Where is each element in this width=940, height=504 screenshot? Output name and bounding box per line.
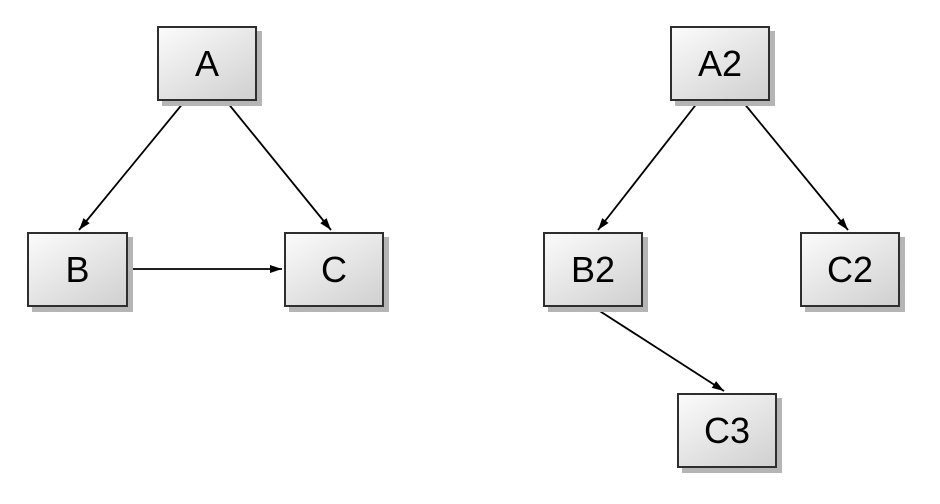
node-C[interactable]: C: [284, 232, 384, 307]
edge-A2-to-B2[interactable]: [597, 101, 699, 231]
node-B2[interactable]: B2: [543, 232, 643, 307]
node-C3[interactable]: C3: [677, 393, 777, 468]
node-B[interactable]: B: [27, 232, 128, 307]
edge-A-to-B[interactable]: [78, 101, 185, 231]
node-A2[interactable]: A2: [670, 26, 770, 101]
node-label-C3: C3: [703, 409, 751, 451]
node-C2[interactable]: C2: [800, 232, 900, 307]
node-A[interactable]: A: [157, 26, 257, 101]
edge-A-to-C[interactable]: [226, 101, 332, 231]
edge-A2-to-C2[interactable]: [742, 101, 849, 231]
node-label-C2: C2: [826, 248, 874, 290]
node-label-B2: B2: [570, 248, 616, 290]
edge-B2-to-C3[interactable]: [594, 307, 725, 392]
node-label-C: C: [321, 248, 347, 290]
node-label-A2: A2: [697, 42, 743, 84]
node-label-A: A: [194, 42, 219, 84]
node-label-B: B: [65, 248, 90, 290]
